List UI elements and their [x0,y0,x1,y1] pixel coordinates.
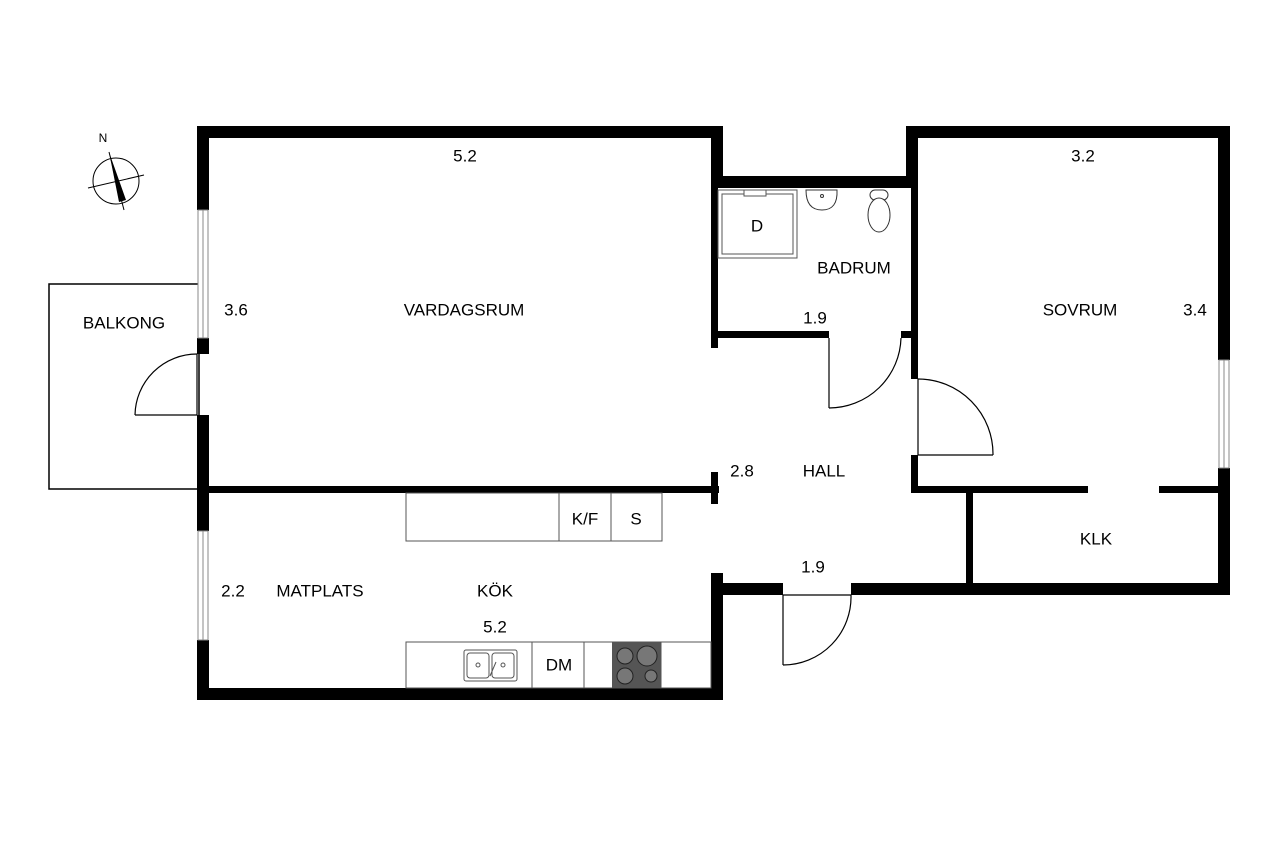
walls [197,126,1230,700]
sink-icon [463,649,518,682]
shower-label: D [750,216,764,236]
matplats-dim: 2.2 [221,581,245,601]
washbasin-icon [805,189,838,211]
compass-icon [87,151,145,211]
vardagsrum-label: VARDAGSRUM [403,300,525,320]
stove-icon [612,642,661,688]
doors [134,337,994,666]
sovrum-width: 3.2 [1071,146,1095,166]
matplats-label: MATPLATS [276,581,364,601]
sovrum-label: SOVRUM [1042,300,1118,320]
badrum-label: BADRUM [817,258,891,278]
windows [197,209,1230,641]
kok-label: KÖK [477,581,513,601]
kok-width: 5.2 [483,617,507,637]
hall-dim-b: 1.9 [801,557,825,577]
badrum-dim: 1.9 [803,308,827,328]
vardagsrum-depth: 3.6 [224,300,248,320]
shower-icon [717,189,798,259]
dishwasher-label: DM [545,655,573,675]
sovrum-depth: 3.4 [1183,300,1207,320]
toilet-icon [867,189,891,233]
hall-label: HALL [802,461,846,481]
cabinet-label: S [630,509,642,529]
balkong-label: BALKONG [82,313,166,333]
balcony-outline [48,283,200,490]
klk-label: KLK [1079,529,1113,549]
compass-north-label: N [98,131,108,145]
vardagsrum-width: 5.2 [453,146,477,166]
fridge-freezer-label: K/F [571,509,599,529]
hall-dim-a: 2.8 [730,461,754,481]
